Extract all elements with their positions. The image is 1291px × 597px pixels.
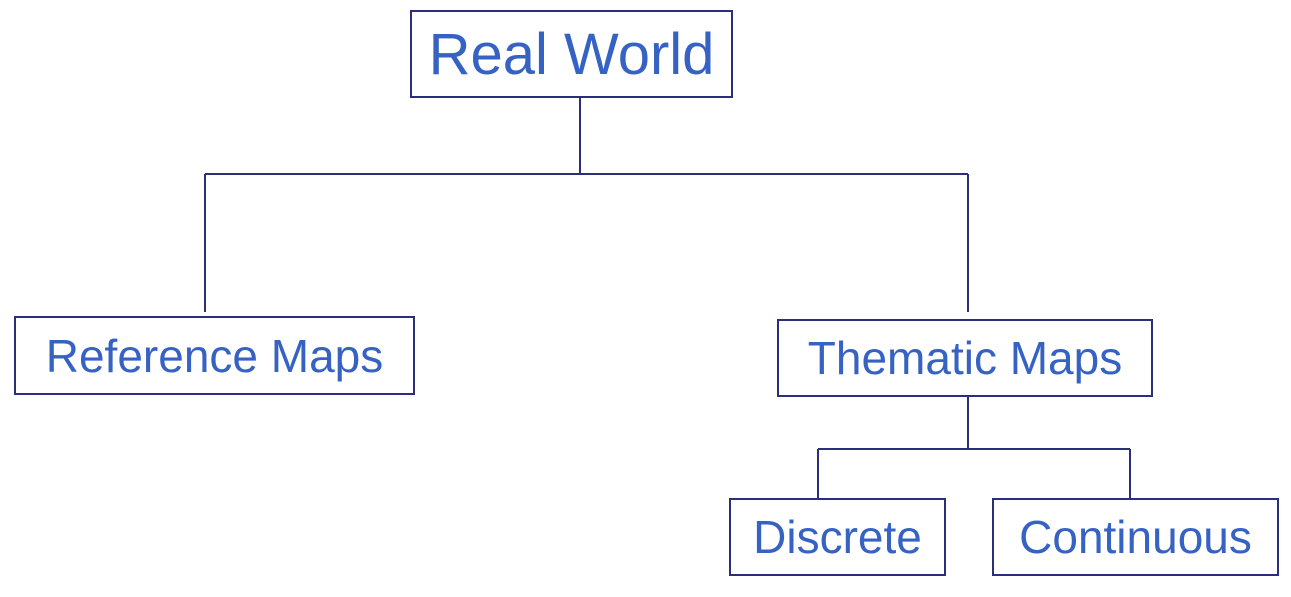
node-real-world: Real World [410,10,733,98]
node-thematic-maps: Thematic Maps [777,319,1153,397]
node-reference-maps: Reference Maps [14,316,415,395]
node-discrete: Discrete [729,498,946,576]
node-continuous: Continuous [992,498,1279,576]
